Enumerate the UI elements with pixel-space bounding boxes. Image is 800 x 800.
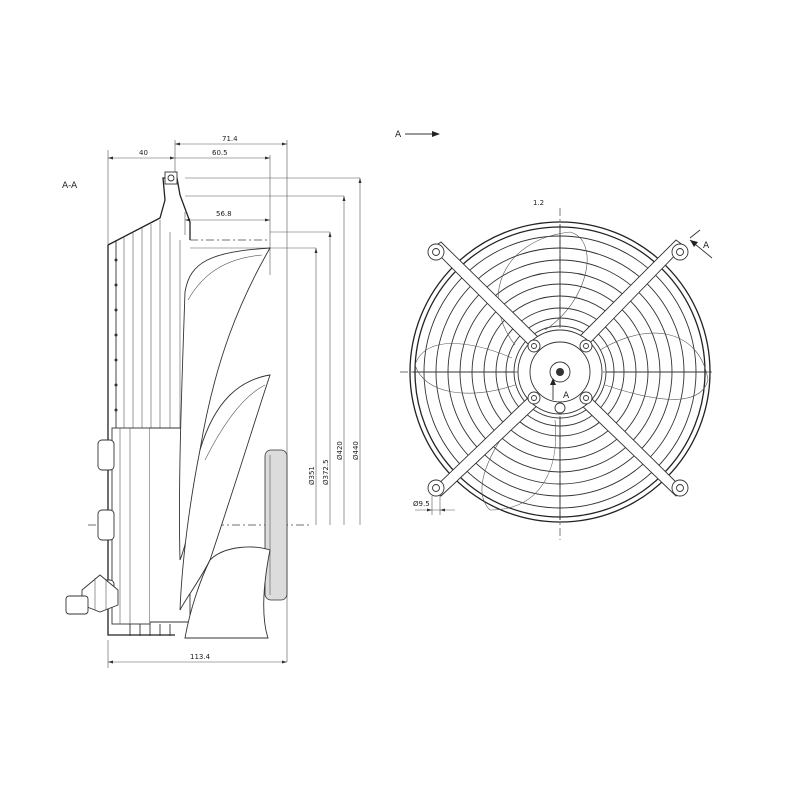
section-label: A-A bbox=[62, 181, 78, 191]
dim-label-71-4: 71.4 bbox=[222, 135, 238, 143]
dim-60-5: 60.5 bbox=[175, 149, 270, 160]
dim-40: 40 bbox=[108, 149, 175, 160]
dim-label-dia-420: Ø420 bbox=[336, 441, 344, 460]
dim-label-60-5: 60.5 bbox=[212, 149, 228, 157]
dim-56-8: 56.8 bbox=[185, 210, 270, 222]
front-top-label: 1.2 bbox=[533, 199, 544, 207]
section-marker-a: A bbox=[689, 229, 713, 259]
mounting-holes bbox=[427, 243, 689, 497]
dim-label-hole: Ø9.5 bbox=[413, 500, 430, 508]
dim-label-dia-351: Ø351 bbox=[308, 466, 316, 485]
dim-dia-372-5: Ø372.5 bbox=[322, 232, 332, 525]
center-marker-a: A bbox=[550, 378, 570, 401]
mounting-arms bbox=[431, 239, 685, 497]
side-view: 71.4 40 60.5 56.8 Ø351 bbox=[65, 135, 362, 668]
guard-grill-side bbox=[107, 171, 270, 636]
section-marker-a-label: A bbox=[703, 241, 710, 251]
dim-label-40: 40 bbox=[139, 149, 148, 157]
view-label: A bbox=[395, 130, 402, 140]
dim-label-56-8: 56.8 bbox=[216, 210, 232, 218]
dim-label-113-4: 113.4 bbox=[190, 653, 211, 661]
dim-71-4: 71.4 bbox=[175, 135, 287, 146]
dim-dia-420: Ø420 bbox=[336, 196, 346, 525]
fan-blade-side bbox=[179, 247, 271, 639]
guard-spokes bbox=[413, 225, 707, 520]
view-arrow bbox=[405, 131, 440, 137]
dim-dia-440: Ø440 bbox=[352, 178, 362, 525]
dim-113-4: 113.4 bbox=[107, 640, 287, 668]
front-hub bbox=[517, 329, 603, 415]
center-marker-a-label: A bbox=[563, 391, 570, 401]
guard-outer-ring bbox=[409, 221, 711, 523]
cable-gland bbox=[65, 574, 119, 615]
dim-label-dia-372-5: Ø372.5 bbox=[322, 459, 330, 485]
dim-hole: Ø9.5 bbox=[413, 496, 455, 515]
dim-dia-351: Ø351 bbox=[308, 248, 318, 525]
front-view: 1.2 bbox=[400, 199, 715, 540]
dim-label-dia-440: Ø440 bbox=[352, 441, 360, 460]
